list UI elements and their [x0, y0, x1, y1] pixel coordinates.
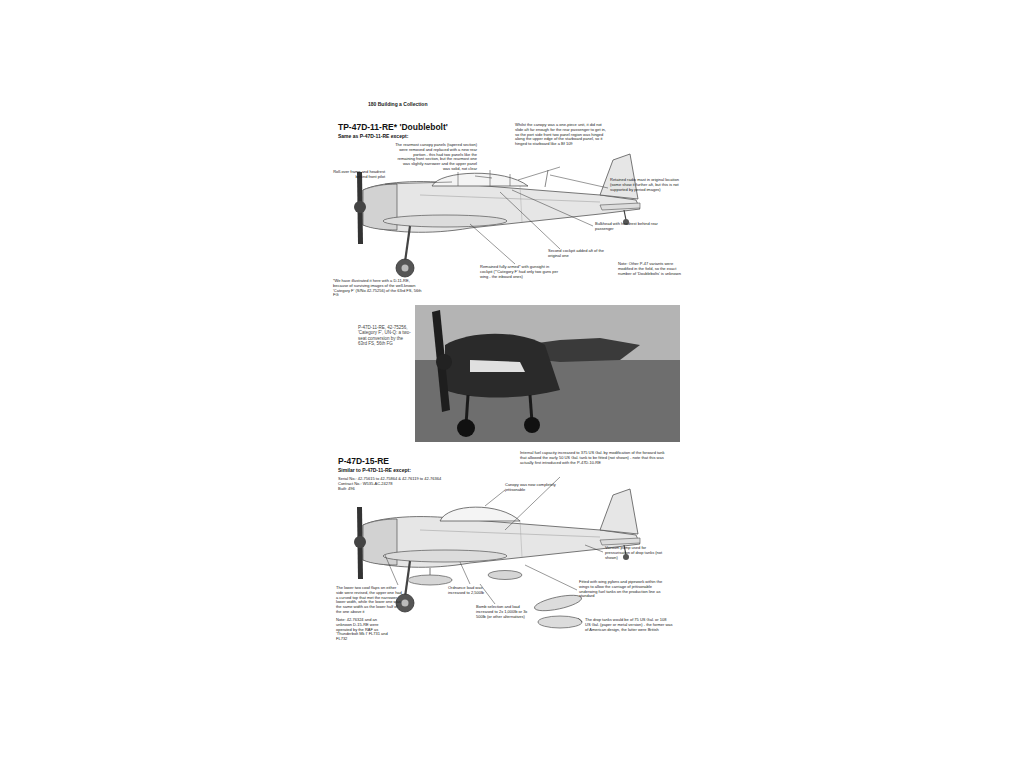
spec-line: Built: 496	[338, 487, 468, 492]
photo	[415, 305, 680, 442]
footnote: Note: Other P-47 variants were modified …	[618, 262, 684, 276]
section-title: P-47D-15-RE	[338, 456, 458, 466]
section-subtitle: Similar to P-47D-11-RE except:	[338, 467, 498, 473]
callout-note: Retained radio mast in original location…	[610, 178, 682, 192]
callout-note: The lower two cowl flaps on either side …	[336, 586, 402, 615]
callout-note: Fitted with wing pylons and pipework wit…	[579, 580, 671, 599]
footnote: *We have illustrated it here with a D-11…	[333, 279, 423, 298]
callout-note: Second cockpit added aft of the original…	[548, 249, 612, 259]
callout-note: The drop tanks would be of 75 US Gal. or…	[585, 618, 673, 632]
footnote: Note: 42-76324 and an unknown D-15-RE we…	[336, 618, 392, 642]
callout-note: Roll-over frame and headrest behind fron…	[333, 170, 385, 180]
section-subtitle: Same as P-47D-11-RE except:	[338, 133, 498, 139]
callout-note: Internal fuel capacity increased to 375 …	[520, 451, 672, 465]
callout-note: Whilst the canopy was a one-piece unit, …	[515, 123, 607, 147]
callout-note: The rearmost canopy panels (tapered sect…	[395, 143, 477, 172]
callout-note: Ordnance load was increased to 2,500lb	[448, 586, 498, 596]
callout-note: Bomb selection and load increased to 2x …	[476, 605, 538, 619]
callout-note: Canopy was now completely jettisonable	[505, 483, 561, 493]
running-head: 180 Building a Collection	[368, 101, 488, 107]
callout-note: Bulkhead with headrest behind rear passe…	[595, 222, 661, 232]
section-title: TP-47D-11-RE* 'Doublebolt'	[338, 122, 538, 132]
callout-note: Remained fully armed* with gunsight in c…	[480, 265, 558, 279]
callout-note: Vacuum pump used for pressurisation of d…	[605, 546, 663, 560]
spec-line: Contract No.: W535-AC-24278	[338, 482, 468, 487]
photo-caption: P-47D-11-RE, 42-75256, 'Category F', UN-…	[358, 325, 412, 347]
